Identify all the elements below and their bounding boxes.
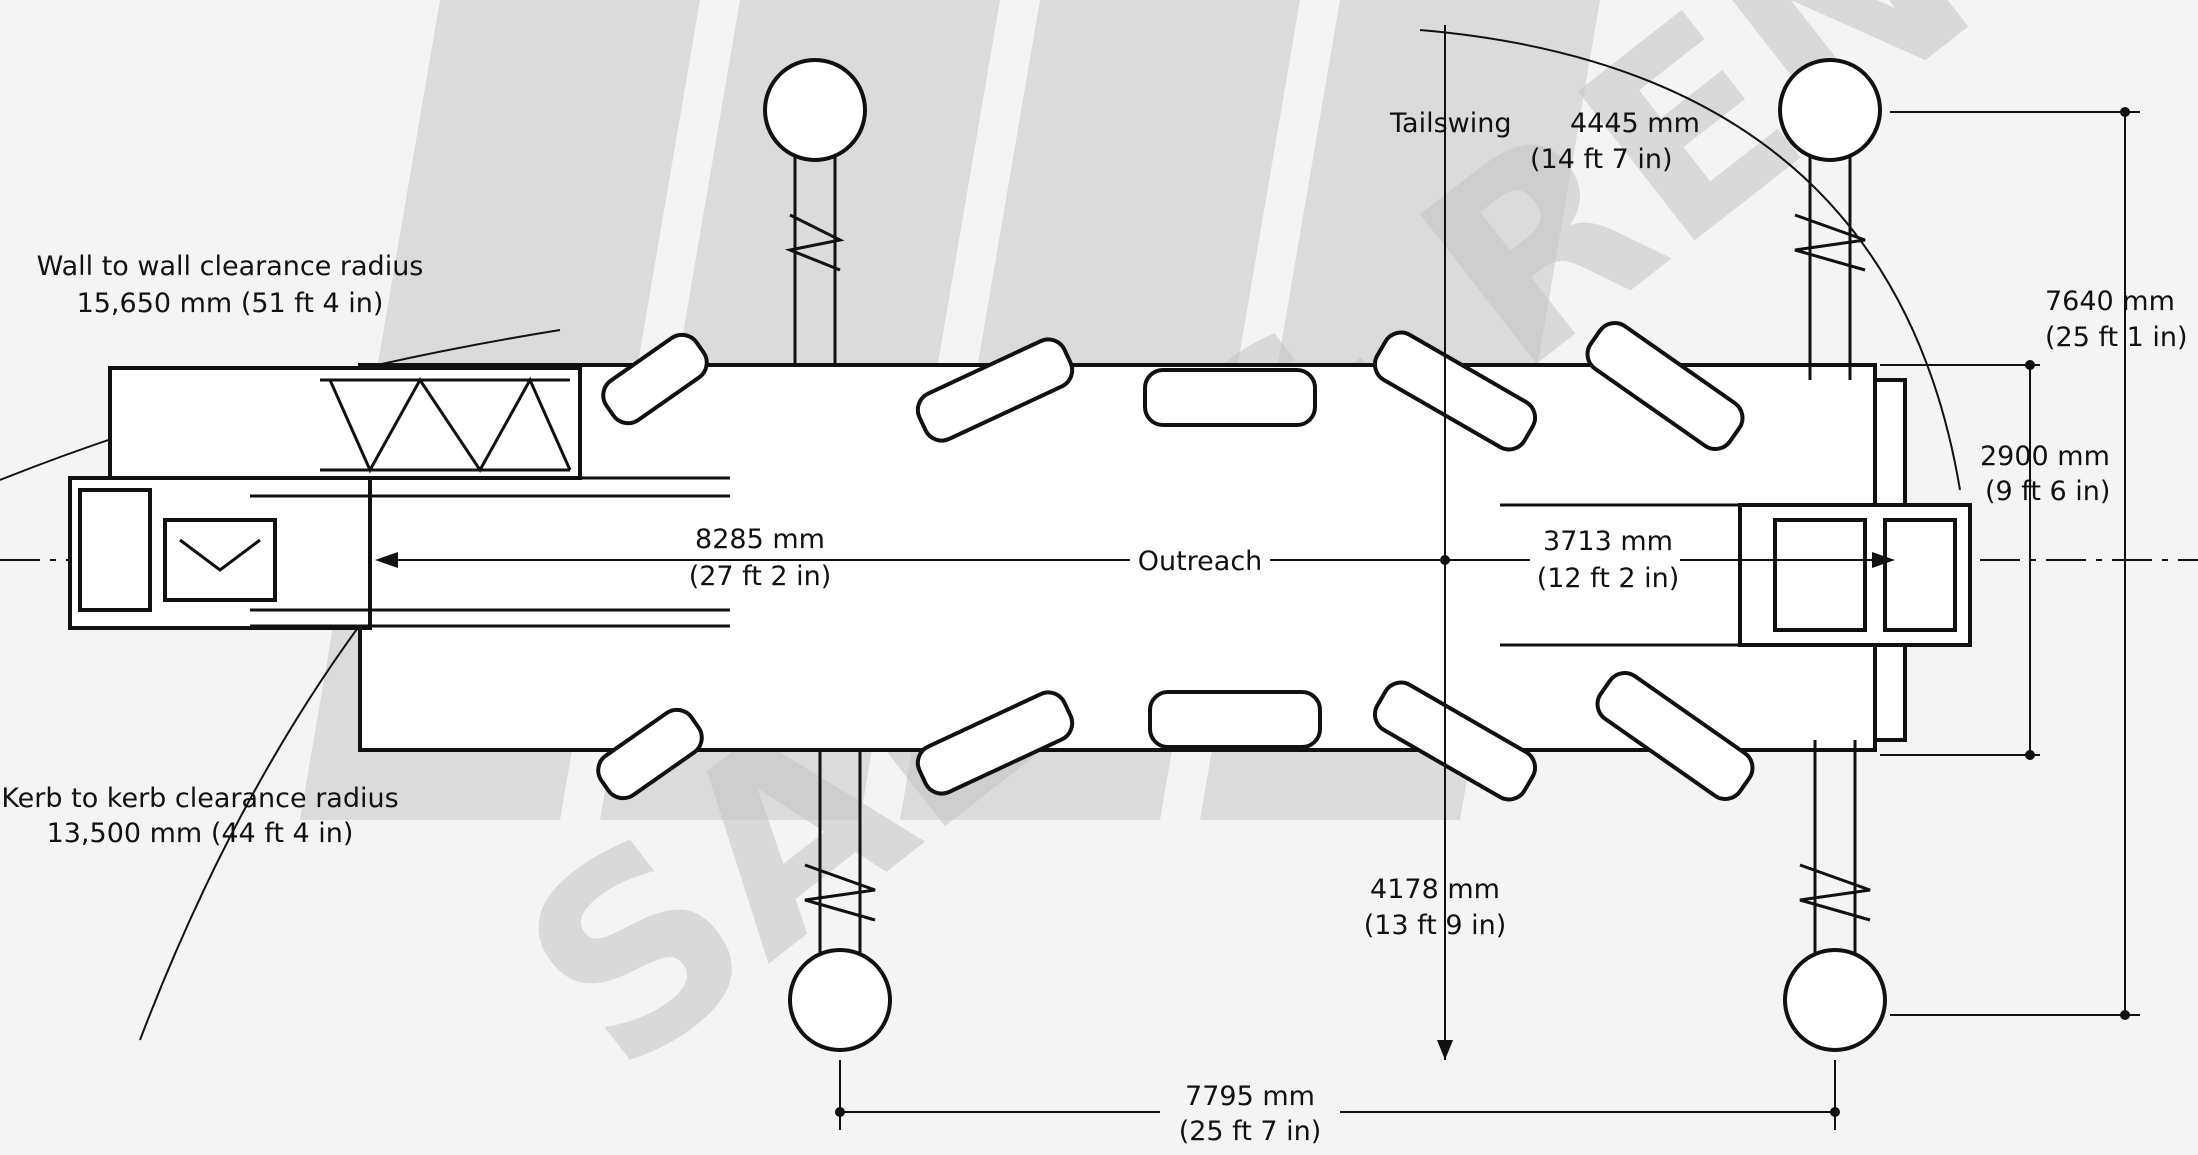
outrigger-base-ft: (25 ft 7 in) xyxy=(1179,1116,1322,1147)
half-span-ft: (13 ft 9 in) xyxy=(1364,910,1507,941)
outriggers xyxy=(763,58,1887,1052)
dimension-lines xyxy=(375,25,2140,1130)
tailswing-ft: (14 ft 7 in) xyxy=(1530,144,1673,175)
tailswing-label: Tailswing xyxy=(1389,108,1511,139)
kerb-clearance-title: Kerb to kerb clearance radius xyxy=(1,783,398,814)
tyres xyxy=(596,321,1755,802)
overall-width-mm: 7640 mm xyxy=(2045,286,2175,317)
outrigger-base-mm: 7795 mm xyxy=(1185,1081,1315,1112)
outreach-front-mm: 8285 mm xyxy=(695,524,825,555)
tailswing-arc xyxy=(1419,29,1961,491)
outreach-rear-mm: 3713 mm xyxy=(1543,526,1673,557)
overall-width-ft: (25 ft 1 in) xyxy=(2045,322,2188,353)
body-width-mm: 2900 mm xyxy=(1980,441,2110,472)
outreach-label: Outreach xyxy=(1138,546,1263,577)
tailswing-mm: 4445 mm xyxy=(1570,108,1700,139)
half-span-mm: 4178 mm xyxy=(1370,874,1500,905)
outreach-front-ft: (27 ft 2 in) xyxy=(689,561,832,592)
body-width-ft: (9 ft 6 in) xyxy=(1985,476,2110,507)
rear-cab xyxy=(1500,503,1972,647)
outreach-rear-ft: (12 ft 2 in) xyxy=(1537,563,1680,594)
kerb-clearance-value: 13,500 mm (44 ft 4 in) xyxy=(47,818,354,849)
wall-clearance-value: 15,650 mm (51 ft 4 in) xyxy=(77,288,384,319)
wall-clearance-title: Wall to wall clearance radius xyxy=(37,251,424,282)
boom-assembly xyxy=(68,366,730,630)
